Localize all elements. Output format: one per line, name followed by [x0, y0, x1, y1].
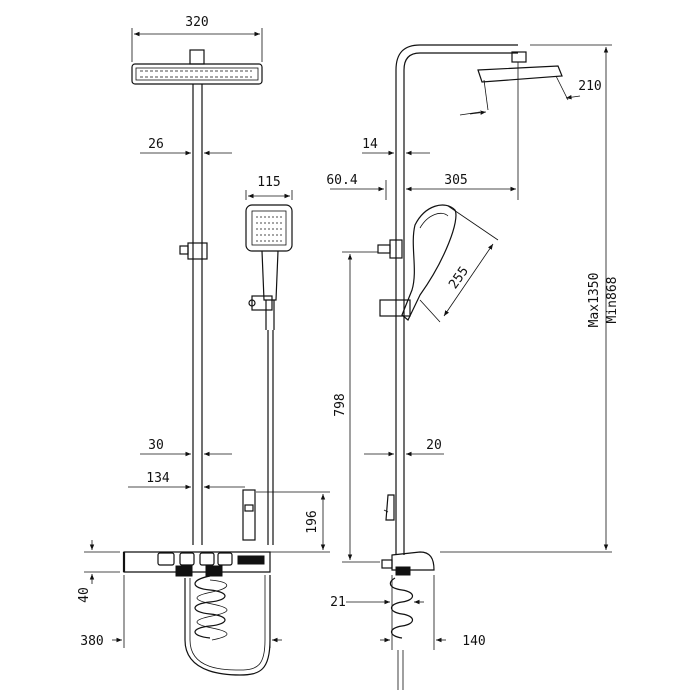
front-small-sprayer: [242, 489, 256, 541]
dim-head-depth: 210: [578, 79, 601, 94]
dim-valve-offset: 21: [330, 595, 346, 610]
dim-shelf-width: 380: [80, 634, 103, 649]
front-hose-loop: [184, 575, 271, 676]
dim-height-min: Min868: [605, 277, 620, 324]
front-hose-vertical: [267, 330, 274, 545]
front-head-connector: [189, 49, 205, 65]
dim-side-offset: 60.4: [326, 173, 357, 188]
dim-side-pipe-lower: 20: [426, 438, 442, 453]
dim-hand-height: 196: [305, 510, 320, 533]
dim-side-reach: 305: [444, 173, 467, 188]
front-head-nozzles: [140, 70, 252, 78]
side-main-pipe: [395, 44, 518, 555]
front-hand-holder: [251, 295, 273, 311]
dim-height-max: Max1350: [587, 273, 602, 328]
front-slider: [187, 242, 208, 260]
dim-side-pipe: 14: [362, 137, 378, 152]
dim-shelf-height: 40: [77, 587, 92, 603]
side-holder: [379, 299, 411, 317]
dim-hand-length: 255: [446, 264, 472, 292]
side-view: 210 14 60.4 305 255 798 20: [326, 44, 620, 690]
side-shelf: [381, 551, 435, 576]
side-head-connector: [511, 51, 527, 63]
side-hand-shower: [401, 204, 457, 321]
front-view: 320 26 30 115: [77, 15, 330, 676]
side-coiled-hose: [389, 577, 414, 690]
dim-pipe-lower: 30: [148, 438, 164, 453]
side-small-sprayer: [385, 494, 395, 521]
dim-slide-length: 798: [333, 393, 348, 416]
side-head-shower: [477, 65, 569, 111]
front-head-shower: [131, 63, 263, 85]
front-shelf: [122, 551, 271, 577]
dim-hand-width: 115: [257, 175, 280, 190]
dim-pipe-upper: 26: [148, 137, 164, 152]
front-hand-shower: [245, 204, 293, 330]
dim-panel-offset: 134: [146, 471, 170, 486]
front-coiled-hose: [194, 575, 228, 641]
dim-shelf-depth: 140: [462, 634, 485, 649]
dim-top-width: 320: [185, 15, 208, 30]
front-main-pipe: [192, 84, 203, 545]
